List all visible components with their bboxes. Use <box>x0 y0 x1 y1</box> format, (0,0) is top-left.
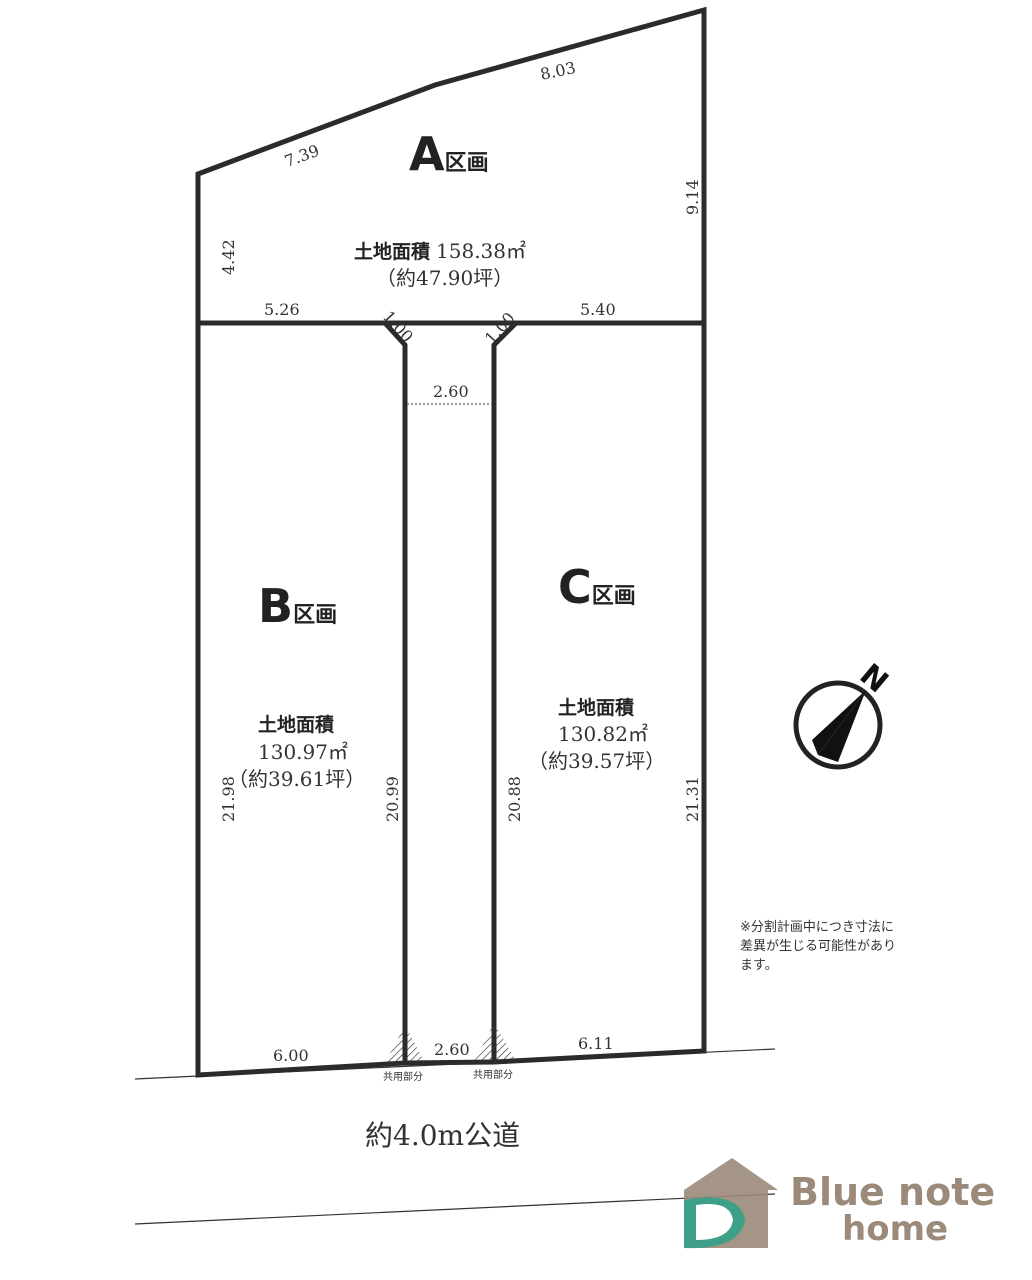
dim-b-bottom: 6.00 <box>273 1046 309 1065</box>
dim-c-right: 21.31 <box>683 776 702 822</box>
note-line-2: 差異が生じる可能性があり <box>740 939 896 954</box>
logo-text-line1: Blue note <box>790 1170 995 1214</box>
dim-a-right: 9.14 <box>683 179 702 215</box>
dim-a-top-left: 7.39 <box>282 141 322 171</box>
lot-b-title: B区画 <box>258 579 337 633</box>
dim-a-left: 4.42 <box>219 239 238 275</box>
lot-c-tsubo: （約39.57坪） <box>528 749 665 773</box>
dim-c-left: 20.88 <box>505 776 524 822</box>
lot-c-area-m2: 130.82㎡ <box>558 722 648 746</box>
shared-area-right-hatch <box>474 1023 516 1062</box>
shared-label-right: 共用部分 <box>473 1068 513 1081</box>
lot-b-area-m2: 130.97㎡ <box>258 740 348 764</box>
north-compass-icon: N <box>793 657 895 770</box>
dim-passage-bottom: 2.60 <box>434 1040 470 1059</box>
lot-b-area-label: 土地面積 <box>258 713 334 736</box>
road-edge-bottom <box>134 1193 776 1225</box>
lot-c-boundary <box>491 320 707 1065</box>
lot-a-tsubo: （約47.90坪） <box>376 266 513 290</box>
lot-c-area-label: 土地面積 <box>558 696 634 719</box>
lot-b-boundary <box>195 320 408 1078</box>
dim-a-bottom-left: 5.26 <box>264 300 300 319</box>
shared-label-left: 共用部分 <box>383 1070 423 1083</box>
dim-b-left: 21.98 <box>219 776 238 822</box>
compass-n-label: N <box>853 657 895 700</box>
dim-c-bottom: 6.11 <box>578 1034 614 1053</box>
lot-c-title: C区画 <box>558 560 636 614</box>
road-label: 約4.0m公道 <box>365 1119 520 1152</box>
lot-a-title: A区画 <box>409 127 489 181</box>
dim-a-bottom-right: 5.40 <box>580 300 616 319</box>
lot-a-boundary <box>195 6 707 326</box>
dim-a-top-right: 8.03 <box>539 58 578 84</box>
note-line-1: ※分割計画中につき寸法に <box>740 919 894 935</box>
logo-text-line2: home <box>842 1209 948 1249</box>
lot-b-tsubo: （約39.61坪） <box>228 767 365 791</box>
dim-b-right: 20.99 <box>383 776 402 822</box>
note-line-3: ます。 <box>740 958 778 973</box>
shared-area-left-hatch <box>385 1025 425 1063</box>
dim-passage-top: 2.60 <box>433 382 469 401</box>
dim-chamfer-left: 1.00 <box>379 307 417 346</box>
company-logo: Blue note home <box>684 1158 995 1249</box>
